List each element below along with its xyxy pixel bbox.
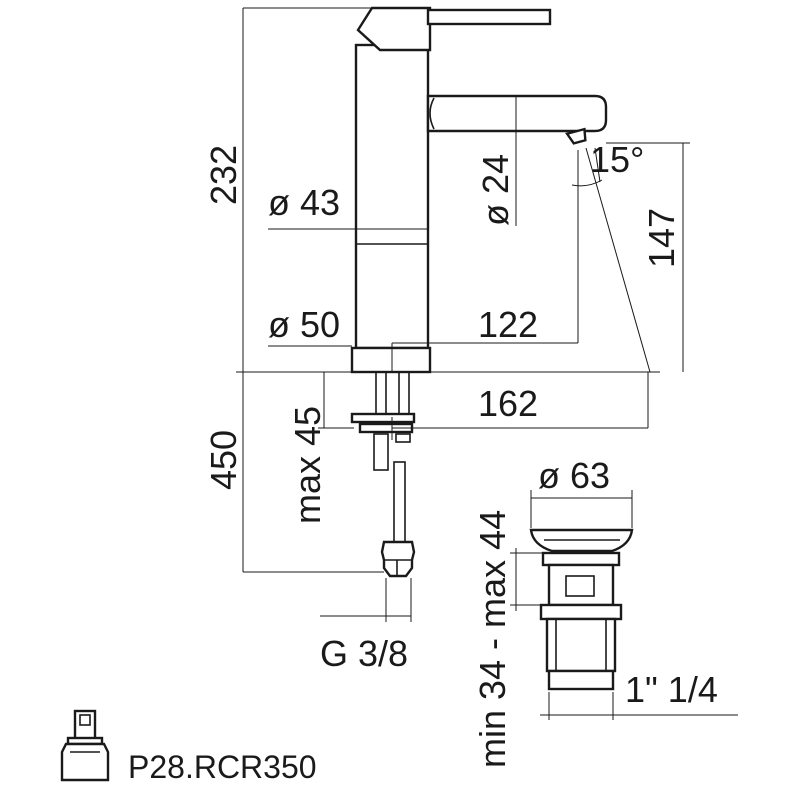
pop-up-waste [529, 528, 634, 691]
total-reach-label: 162 [478, 383, 538, 424]
tilt-angle-label: 15° [590, 139, 644, 180]
spout-reach-label: 122 [478, 304, 538, 345]
waste-adjustment-label: min 34 - max 44 [472, 510, 513, 768]
dimension-labels: 232 ø 43 ø 50 ø 24 122 162 147 15° 450 m… [128, 139, 718, 785]
body-diameter-label: ø 43 [268, 182, 340, 223]
mounting-kit [350, 371, 416, 471]
overall-height-label: 232 [203, 145, 244, 205]
hose-length-label: 450 [203, 430, 244, 490]
waste-diameter-label: ø 63 [538, 455, 610, 496]
handle-lever [356, 6, 552, 52]
spout [426, 94, 608, 145]
faucet-body [350, 43, 432, 374]
max-deck-thickness-label: max 45 [287, 406, 328, 524]
spout-diameter-label: ø 24 [475, 154, 516, 226]
base-diameter-label: ø 50 [268, 304, 340, 345]
spout-clearance-label: 147 [641, 208, 682, 268]
waste-thread-label: 1" 1/4 [625, 669, 718, 710]
supply-hose [380, 461, 416, 578]
hose-connection-label: G 3/8 [320, 633, 408, 674]
dimension-lines [236, 7, 738, 720]
cartridge-code-label: P28.RCR350 [128, 749, 317, 785]
cartridge [60, 709, 110, 782]
